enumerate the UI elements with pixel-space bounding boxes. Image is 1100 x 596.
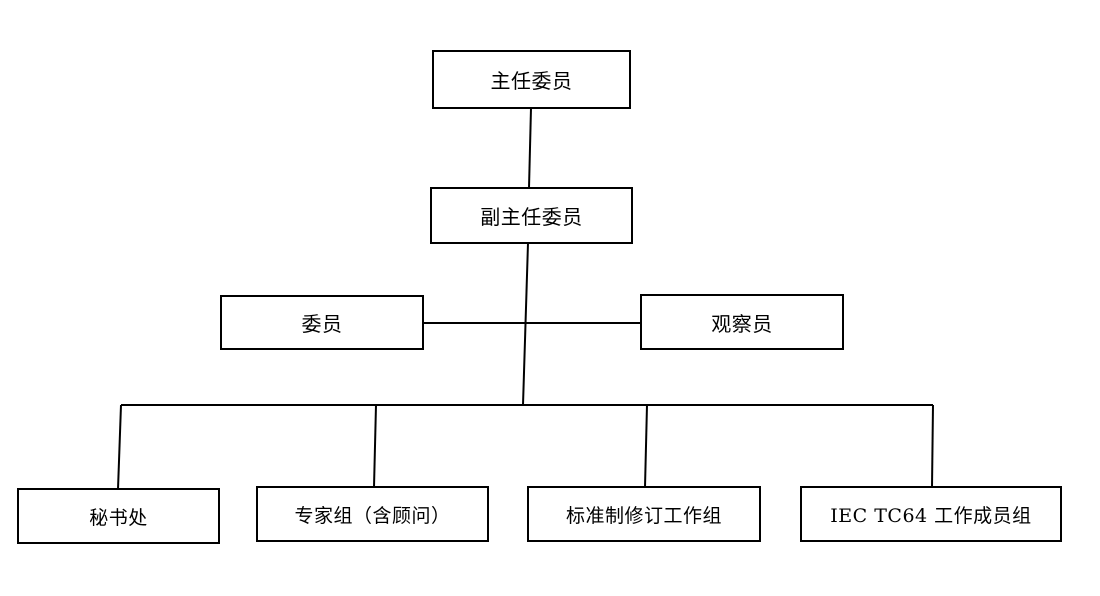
link-expert-group <box>373 404 377 488</box>
director-label: 主任委员 <box>490 69 573 93</box>
member-label: 委员 <box>301 312 343 336</box>
link-iec-group <box>931 404 934 488</box>
member-box: 委员 <box>220 295 424 350</box>
observer-box: 观察员 <box>640 294 844 350</box>
iec-group-box: IEC TC64 工作成员组 <box>800 486 1062 542</box>
iec-group-label: IEC TC64 工作成员组 <box>830 504 1032 527</box>
standards-group-box: 标准制修订工作组 <box>527 486 761 542</box>
link-director-deputy <box>528 107 532 189</box>
director-box: 主任委员 <box>432 50 631 109</box>
link-secretariat <box>117 404 122 490</box>
expert-group-label: 专家组（含顾问） <box>294 504 451 527</box>
secretariat-label: 秘书处 <box>89 506 148 529</box>
standards-group-label: 标准制修订工作组 <box>565 504 722 527</box>
link-standards-group <box>644 404 648 488</box>
observer-label: 观察员 <box>711 311 773 336</box>
expert-group-box: 专家组（含顾问） <box>256 486 489 542</box>
secretariat-box: 秘书处 <box>17 488 220 544</box>
deputy-director-box: 副主任委员 <box>430 187 633 244</box>
deputy-director-label: 副主任委员 <box>480 205 583 229</box>
